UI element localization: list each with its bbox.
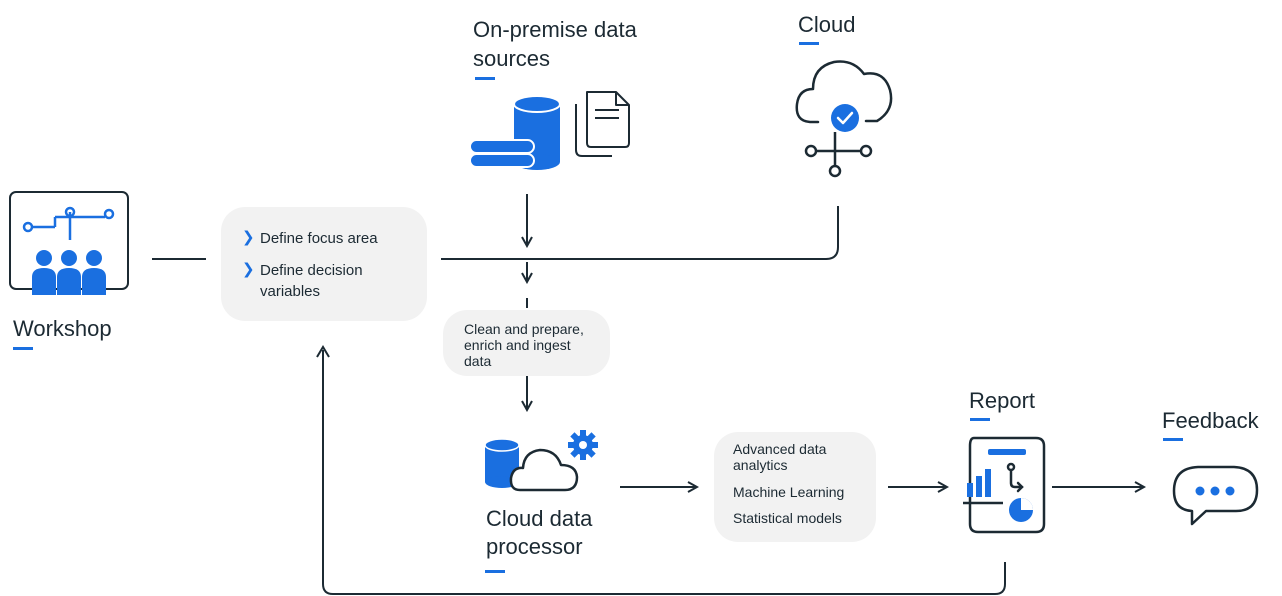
analytics-text-line2: analytics [733,457,788,473]
chevron-right-icon: ❯ [242,261,255,278]
feedback-title: Feedback [1162,408,1259,433]
analytics-text-line4: Statistical models [733,510,842,526]
clean-text-line3: data [464,353,492,369]
focus-item-variables-line1: Define decision [260,262,363,279]
analytics-text-line3: Machine Learning [733,484,845,500]
processor-accent-bar [485,570,505,573]
clean-text-line2: enrich and ingest [464,337,571,353]
focus-bubble [221,207,427,321]
report-accent-bar [970,418,990,421]
analytics-bubble [714,432,876,542]
analytics-text-line1: Advanced data [733,441,827,457]
onpremise-accent-bar [475,77,495,80]
feedback-accent-bar [1163,438,1183,441]
workshop-icon [9,191,129,295]
chevron-right-icon: ❯ [242,229,255,246]
connectors [152,194,1144,595]
database-documents-icon [469,91,630,170]
focus-item-variables-line2: variables [260,283,321,300]
report-title: Report [969,388,1036,413]
feedback-loop-arrowhead [316,345,330,358]
focus-to-cloud-line [441,206,839,260]
clean-text-line1: Clean and prepare, [464,321,584,337]
processor-title-line2: processor [486,534,583,559]
focus-item-area: Define focus area [260,230,378,247]
onpremise-title-line1: On-premise data [473,17,637,42]
workshop-accent-bar [13,347,33,350]
processor-title-line1: Cloud data [486,506,593,531]
feedback-loop-line [322,350,1006,595]
report-icon [963,436,1046,534]
clean-bubble [443,310,610,376]
cloud-processor-icon [484,430,598,492]
onpremise-title-line2: sources [473,46,551,71]
workshop-title: Workshop [13,316,112,341]
cloud-check-icon [795,60,893,178]
cloud-accent-bar [799,42,819,45]
cloud-title: Cloud [798,12,856,37]
chat-bubble-icon [1172,465,1259,526]
